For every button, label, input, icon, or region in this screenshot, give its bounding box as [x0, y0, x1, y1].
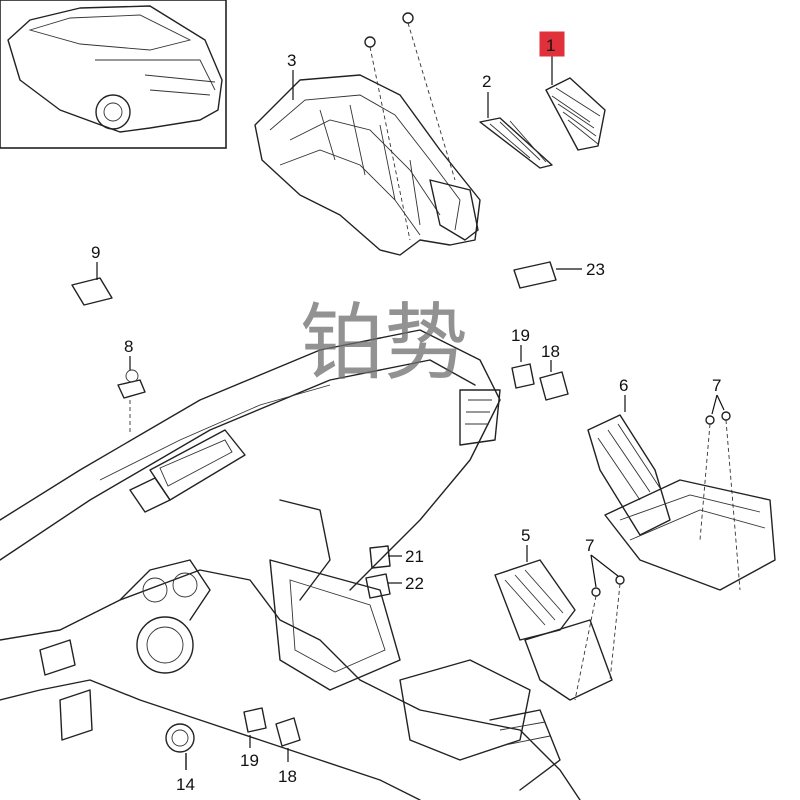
- callout-19-bottom: 19: [240, 751, 259, 770]
- callout-14: 14: [176, 775, 195, 794]
- parts-19-18-bottom: [243, 707, 301, 762]
- callout-7-right: 7: [712, 376, 721, 395]
- parts-19-18-right: [511, 345, 569, 401]
- callout-3: 3: [287, 51, 296, 70]
- watermark: 铂势: [300, 294, 468, 392]
- screws-7-lower: [574, 554, 625, 701]
- callout-5: 5: [521, 526, 530, 545]
- part-9-switch: [71, 262, 113, 306]
- part-2-trim-strip: [479, 117, 553, 169]
- callout-8: 8: [124, 337, 133, 356]
- part-6-vent-assembly: [587, 395, 776, 591]
- part-3-console-frame: [254, 74, 481, 256]
- callout-19-right: 19: [511, 326, 530, 345]
- part-8-sensor: [117, 356, 146, 435]
- part-1-vent-louvre: [545, 77, 606, 151]
- car-thumbnail-inset: [0, 0, 227, 149]
- callout-1-highlight: [539, 31, 565, 57]
- callout-22: 22: [405, 574, 424, 593]
- callout-7-lower: 7: [585, 536, 594, 555]
- screws-top: [364, 12, 456, 241]
- callout-18-right: 18: [541, 342, 560, 361]
- callout-21: 21: [405, 547, 424, 566]
- part-5-vent-assembly: [494, 545, 613, 701]
- dashboard-assembly: [0, 329, 581, 800]
- part-14-knob: [165, 723, 195, 770]
- callout-6: 6: [619, 376, 628, 395]
- screws-7-right: [699, 394, 741, 591]
- callout-9: 9: [91, 243, 100, 262]
- callout-2: 2: [482, 72, 491, 91]
- parts-21-22: [365, 545, 402, 599]
- callout-1: 1: [546, 36, 555, 55]
- callout-18-bottom: 18: [278, 767, 297, 786]
- callout-23: 23: [586, 260, 605, 279]
- part-23-connector: [513, 261, 582, 289]
